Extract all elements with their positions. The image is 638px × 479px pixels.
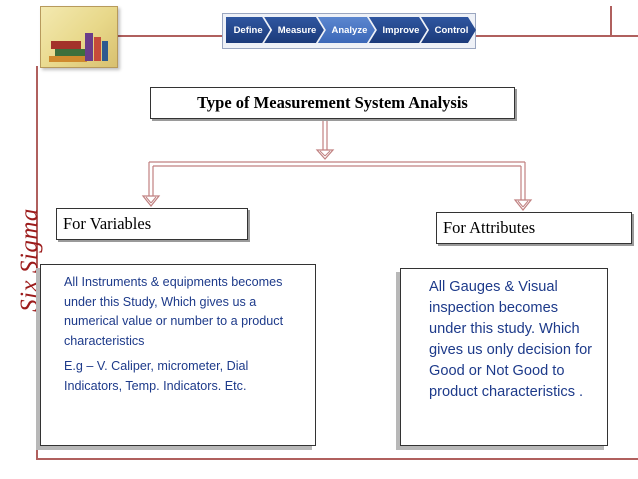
variables-example: E.g – V. Caliper, micrometer, Dial Indic… <box>64 359 249 393</box>
variables-heading: For Variables <box>56 208 248 240</box>
attributes-description: All Gauges & Visual inspection becomes u… <box>429 279 593 400</box>
attributes-heading: For Attributes <box>436 212 632 244</box>
variables-description: All Instruments & equipments becomes und… <box>64 275 284 348</box>
process-step-control: Control <box>421 17 476 43</box>
attributes-description-box: All Gauges & Visual inspection becomes u… <box>400 268 608 446</box>
process-step-improve: Improve <box>369 17 427 43</box>
variables-description-box: All Instruments & equipments becomes und… <box>40 264 316 446</box>
diagram-title: Type of Measurement System Analysis <box>150 87 515 119</box>
top-right-frame-line <box>610 6 612 36</box>
bottom-frame-line <box>36 458 638 460</box>
process-step-measure: Measure <box>264 17 324 43</box>
left-frame-line <box>36 66 38 460</box>
process-step-define: Define <box>226 17 270 43</box>
books-thumbnail <box>40 6 118 68</box>
process-step-analyze: Analyze <box>318 17 375 43</box>
